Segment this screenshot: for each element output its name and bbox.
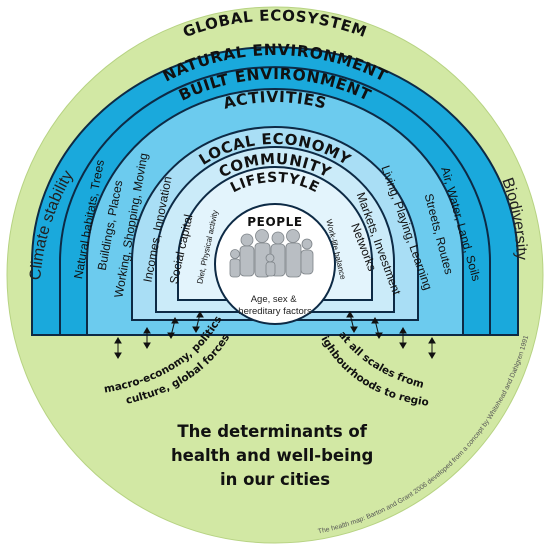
- people-caption: Age, sex & hereditary factors: [238, 294, 312, 317]
- people-figures-icon: [229, 229, 314, 278]
- people-label: PEOPLE: [247, 215, 302, 229]
- diagram-title: The determinants of health and well-bein…: [171, 422, 379, 489]
- scale-arrows: [114, 311, 436, 359]
